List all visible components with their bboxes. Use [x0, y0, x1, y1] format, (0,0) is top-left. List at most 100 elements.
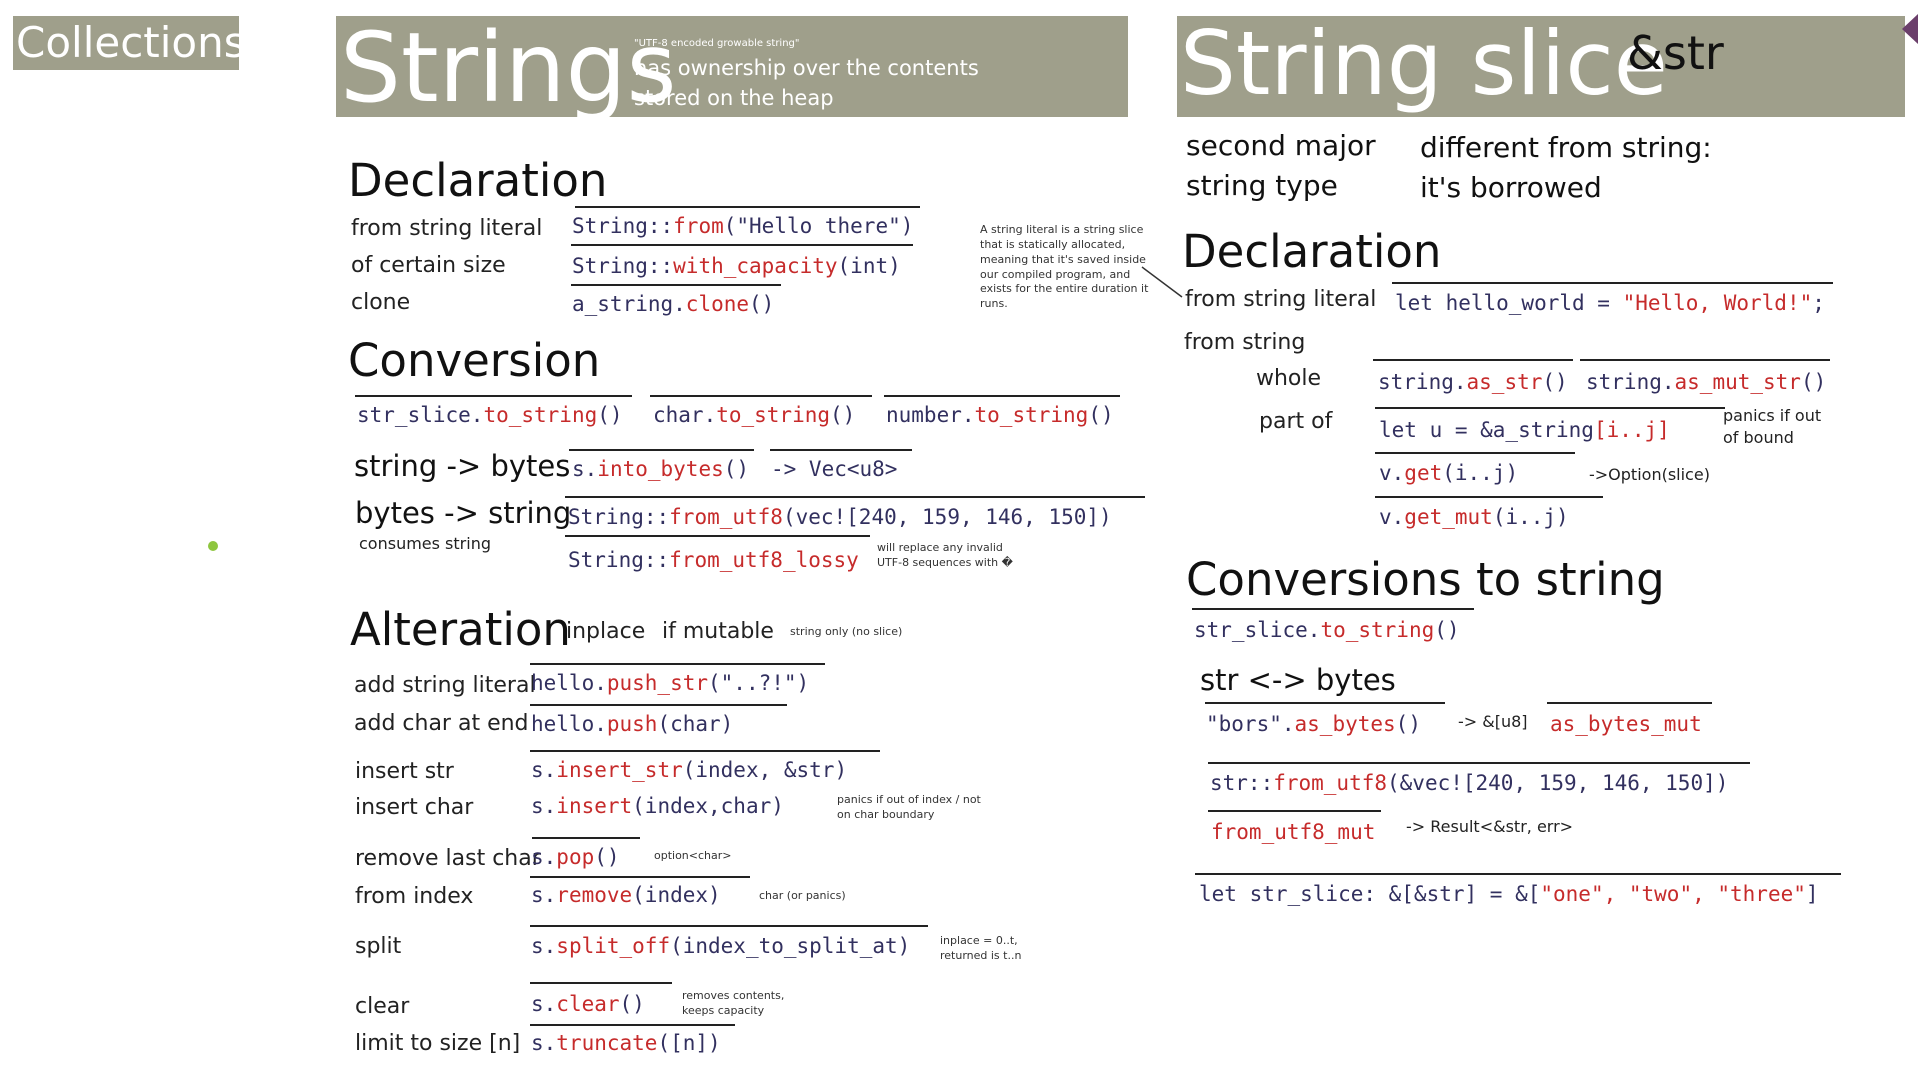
code-push: hello.push(char) — [531, 712, 734, 736]
slice-conversions-heading: Conversions to string — [1186, 553, 1665, 606]
label-clear: clear — [355, 994, 410, 1019]
divider — [530, 982, 672, 984]
label-remove-last-char: remove last char — [355, 846, 541, 871]
green-dot — [208, 541, 218, 551]
code-let-str-slice: let str_slice: &[&str] = &["one", "two",… — [1199, 882, 1819, 906]
code-str-slice-to-string: str_slice.to_string() — [357, 403, 623, 427]
label-string-type: string type — [1186, 169, 1338, 202]
code-with-capacity: String::with_capacity(int) — [572, 254, 901, 278]
strings-title: Strings — [340, 12, 677, 124]
strings-banner: Strings "UTF-8 encoded growable string" … — [336, 16, 1128, 117]
code-let-hello-world: let hello_world = "Hello, World!"; — [1395, 291, 1825, 315]
label-different: different from string: — [1420, 131, 1712, 164]
code-string-from: String::from("Hello there") — [572, 214, 914, 238]
divider — [1375, 407, 1725, 409]
label-slice-from-literal: from string literal — [1185, 287, 1377, 312]
divider — [1205, 702, 1445, 704]
code-str-from-utf8: str::from_utf8(&vec![240, 159, 146, 150]… — [1210, 771, 1729, 795]
label-str-bytes: str <-> bytes — [1200, 663, 1396, 697]
divider — [571, 244, 913, 246]
strings-conversion-heading: Conversion — [348, 334, 601, 387]
label-of-certain-size: of certain size — [351, 253, 506, 278]
remove-note: char (or panics) — [759, 889, 846, 902]
code-pop: s.pop() — [531, 845, 620, 869]
divider — [565, 535, 870, 537]
strings-declaration-heading: Declaration — [348, 154, 608, 207]
label-string-to-bytes: string -> bytes — [354, 449, 571, 483]
arrow-left-icon[interactable] — [1898, 12, 1920, 46]
label-second-major: second major — [1186, 129, 1376, 162]
label-from-index: from index — [355, 884, 474, 909]
code-number-to-string: number.to_string() — [886, 403, 1114, 427]
divider — [1208, 762, 1750, 764]
code-slice-to-string: str_slice.to_string() — [1194, 618, 1460, 642]
divider — [1192, 608, 1474, 610]
code-clear: s.clear() — [531, 992, 645, 1016]
code-char-to-string: char.to_string() — [653, 403, 856, 427]
divider — [884, 395, 1120, 397]
label-insert-str: insert str — [355, 759, 454, 784]
code-clone: a_string.clone() — [572, 292, 775, 316]
label-split: split — [355, 934, 402, 959]
clear-note: removes contents,keeps capacity — [682, 989, 785, 1017]
label-bytes-to-string: bytes -> string — [355, 496, 572, 530]
divider — [575, 206, 920, 208]
connector-line — [1141, 266, 1183, 298]
code-split-off: s.split_off(index_to_split_at) — [531, 934, 911, 958]
code-from-utf8-lossy: String::from_utf8_lossy — [568, 548, 859, 572]
divider — [530, 750, 880, 752]
from-utf8-mut-note: -> Result<&str, err> — [1406, 817, 1574, 836]
code-as-mut-str: string.as_mut_str() — [1586, 370, 1827, 394]
label-whole: whole — [1256, 366, 1322, 391]
divider — [571, 284, 781, 286]
code-truncate: s.truncate([n]) — [531, 1031, 721, 1055]
slice-declaration-heading: Declaration — [1182, 225, 1442, 278]
label-clone: clone — [351, 290, 411, 315]
label-inplace: inplace — [566, 619, 646, 644]
divider — [1547, 702, 1712, 704]
divider — [565, 496, 1145, 498]
string-slice-banner: String slice &str — [1177, 16, 1905, 117]
pop-note: option<char> — [654, 849, 732, 862]
divider — [355, 395, 632, 397]
divider — [1208, 810, 1381, 812]
label-string-only: string only (no slice) — [790, 625, 903, 638]
code-as-bytes-mut: as_bytes_mut — [1550, 712, 1702, 736]
str-ref-label: &str — [1627, 26, 1724, 80]
strings-desc-2: stored on the heap — [634, 86, 834, 110]
code-as-bytes: "bors".as_bytes() — [1206, 712, 1421, 736]
label-limit-to-size: limit to size [n] — [355, 1031, 521, 1056]
label-borrowed: it's borrowed — [1420, 171, 1602, 204]
label-if-mutable: if mutable — [662, 619, 774, 644]
divider — [770, 449, 912, 451]
label-insert-char: insert char — [355, 795, 474, 820]
divider — [532, 837, 640, 839]
label-part-of: part of — [1259, 409, 1333, 434]
code-from-utf8-mut: from_utf8_mut — [1211, 820, 1376, 844]
divider — [1375, 496, 1603, 498]
divider — [1375, 452, 1575, 454]
label-add-string-literal: add string literal — [354, 673, 536, 698]
code-insert-str: s.insert_str(index, &str) — [531, 758, 848, 782]
code-vec-u8: -> Vec<u8> — [771, 457, 898, 481]
divider — [530, 1024, 735, 1026]
divider — [530, 876, 750, 878]
get-note: ->Option(slice) — [1589, 465, 1710, 484]
code-as-str: string.as_str() — [1378, 370, 1568, 394]
strings-alteration-heading: Alteration — [350, 603, 571, 656]
split-note: inplace = 0..t,returned is t..n — [940, 934, 1022, 962]
strings-desc-1: has ownership over the contents — [634, 56, 979, 80]
code-into-bytes: s.into_bytes() — [572, 457, 750, 481]
strings-note: "UTF-8 encoded growable string" — [634, 38, 800, 49]
collections-tag[interactable]: Collections — [13, 16, 246, 70]
code-let-u-slice: let u = &a_string[i..j] — [1379, 418, 1670, 442]
code-get-mut: v.get_mut(i..j) — [1379, 505, 1569, 529]
code-from-utf8: String::from_utf8(vec![240, 159, 146, 15… — [568, 505, 1112, 529]
label-from-string-literal: from string literal — [351, 216, 543, 241]
divider — [1195, 873, 1841, 875]
code-remove: s.remove(index) — [531, 883, 721, 907]
divider — [530, 663, 825, 665]
